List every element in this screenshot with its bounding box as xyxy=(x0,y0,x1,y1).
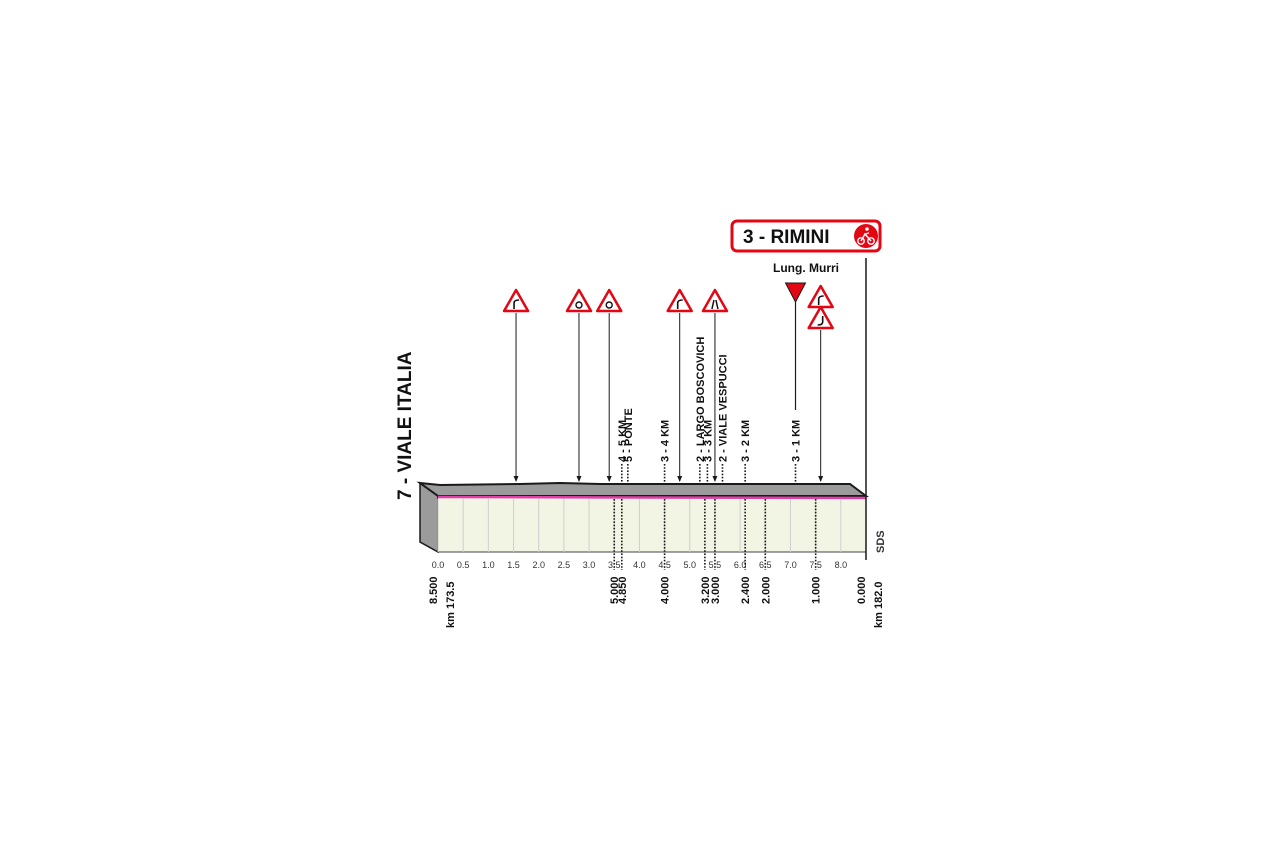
route-label: 2 - VIALE VESPUCCI xyxy=(717,354,729,462)
axis-tick-label: 2.0 xyxy=(532,560,545,570)
remaining-end-label: 0.000 xyxy=(856,576,868,604)
warning-signs xyxy=(502,284,834,482)
marker-remaining-label: 1.000 xyxy=(811,576,823,604)
curve-right-icon xyxy=(817,295,824,305)
marker-remaining-label: 2.400 xyxy=(740,576,752,604)
curve-right-icon xyxy=(676,299,683,309)
profile-top-band xyxy=(416,481,869,497)
roundabout-icon xyxy=(605,301,613,309)
narrow-road-sign xyxy=(701,288,729,482)
axis-tick-label: 0.0 xyxy=(432,560,445,570)
sign-pointer-arrow xyxy=(606,476,612,482)
curve-right-icon xyxy=(513,299,520,309)
warning-triangle xyxy=(807,305,834,330)
roundabout-icon xyxy=(575,301,583,309)
route-labels: 4 - 5 KM5 - PONTE 3 - 4 KM 2 - LARGO BOSCO… xyxy=(617,337,803,484)
warning-triangle xyxy=(565,288,593,313)
sign-pointer-arrow xyxy=(818,476,824,482)
profile-base xyxy=(416,258,869,560)
warning-triangle xyxy=(595,288,623,313)
sign-pointer-arrow xyxy=(677,476,683,482)
route-label: 3 - 3 KM xyxy=(702,420,714,462)
profile-pink-line xyxy=(437,495,867,500)
route-label: 4 - 5 KM xyxy=(617,420,629,462)
route-label: 5 - PONTE xyxy=(623,408,635,462)
axis-tick-label: 7.5 xyxy=(809,560,822,570)
axis-tick-label: 5.5 xyxy=(709,560,722,570)
axis-tick-label: 7.0 xyxy=(784,560,797,570)
route-label: 3 - 1 KM xyxy=(791,420,803,462)
sign-pointer-arrow xyxy=(513,476,519,482)
flamme-rouge-icon xyxy=(784,282,807,304)
warning-triangle xyxy=(701,288,729,313)
marker-remaining-label: 4.850 xyxy=(617,576,629,604)
route-label: 3 - 4 KM xyxy=(660,420,672,462)
marker-remaining-label: 2.000 xyxy=(760,576,772,604)
marker-lines xyxy=(613,499,817,570)
curve-left-sign xyxy=(807,305,834,482)
curve-left-icon xyxy=(817,316,824,326)
axis-tick-label: 2.5 xyxy=(558,560,571,570)
axis-tick-label: 4.5 xyxy=(658,560,671,570)
sign-pointer-arrow xyxy=(576,476,582,482)
curve-right-sign xyxy=(666,288,693,482)
axis-tick-label: 0.5 xyxy=(457,560,470,570)
curve-right-sign xyxy=(807,284,834,309)
axis-tick-label: 1.0 xyxy=(482,560,495,570)
finish-label: 3 - RIMINI xyxy=(743,227,830,248)
roundabout-sign xyxy=(565,288,593,482)
axis-tick-label: 5.0 xyxy=(684,560,697,570)
marker-remaining-label: 3.000 xyxy=(710,576,722,604)
grid-lines xyxy=(437,499,842,552)
profile-base-fill xyxy=(438,498,866,552)
narrow-road-icon xyxy=(711,299,719,310)
roundabout-sign xyxy=(595,288,623,482)
marker-remaining-label: 5.000 xyxy=(609,576,621,604)
axis-tick-label: 4.0 xyxy=(633,560,646,570)
axis-tick-label: 6.0 xyxy=(734,560,747,570)
remaining-start-label: 8.500 xyxy=(428,576,440,604)
axis-tick-label: 1.5 xyxy=(507,560,520,570)
axis-tick-label: 3.0 xyxy=(583,560,596,570)
sds-logo: SDS xyxy=(875,530,887,553)
finish-box-frame xyxy=(730,219,882,253)
axis-tick-labels: 0.0 0.5 1.0 1.5 2.0 2.5 3.0 3.5 4.0 4.5 5.0 5.5 6.0 6… xyxy=(432,560,847,570)
axis-tick-label: 3.5 xyxy=(608,560,621,570)
marker-remaining-label: 4.000 xyxy=(660,576,672,604)
curve-right-sign xyxy=(502,288,530,482)
route-label: 3 - 2 KM xyxy=(740,420,752,462)
axis-tick-label: 6.5 xyxy=(759,560,772,570)
marker-remaining-label: 3.200 xyxy=(700,576,712,604)
km-end-label: km 182.0 xyxy=(873,582,885,628)
route-label: 2 - LARGO BOSCOVICH xyxy=(695,337,707,462)
finish-cyclist-icon xyxy=(854,224,878,248)
sign-pointer-arrow xyxy=(712,476,718,482)
finish-box: 3 - RIMINI Lung. Murri xyxy=(730,219,882,275)
start-street-label: 7 - VIALE ITALIA xyxy=(395,351,416,500)
axis-tick-label: 8.0 xyxy=(835,560,848,570)
km-start-label: km 173.5 xyxy=(445,582,457,628)
finish-street-label: Lung. Murri xyxy=(773,261,839,275)
